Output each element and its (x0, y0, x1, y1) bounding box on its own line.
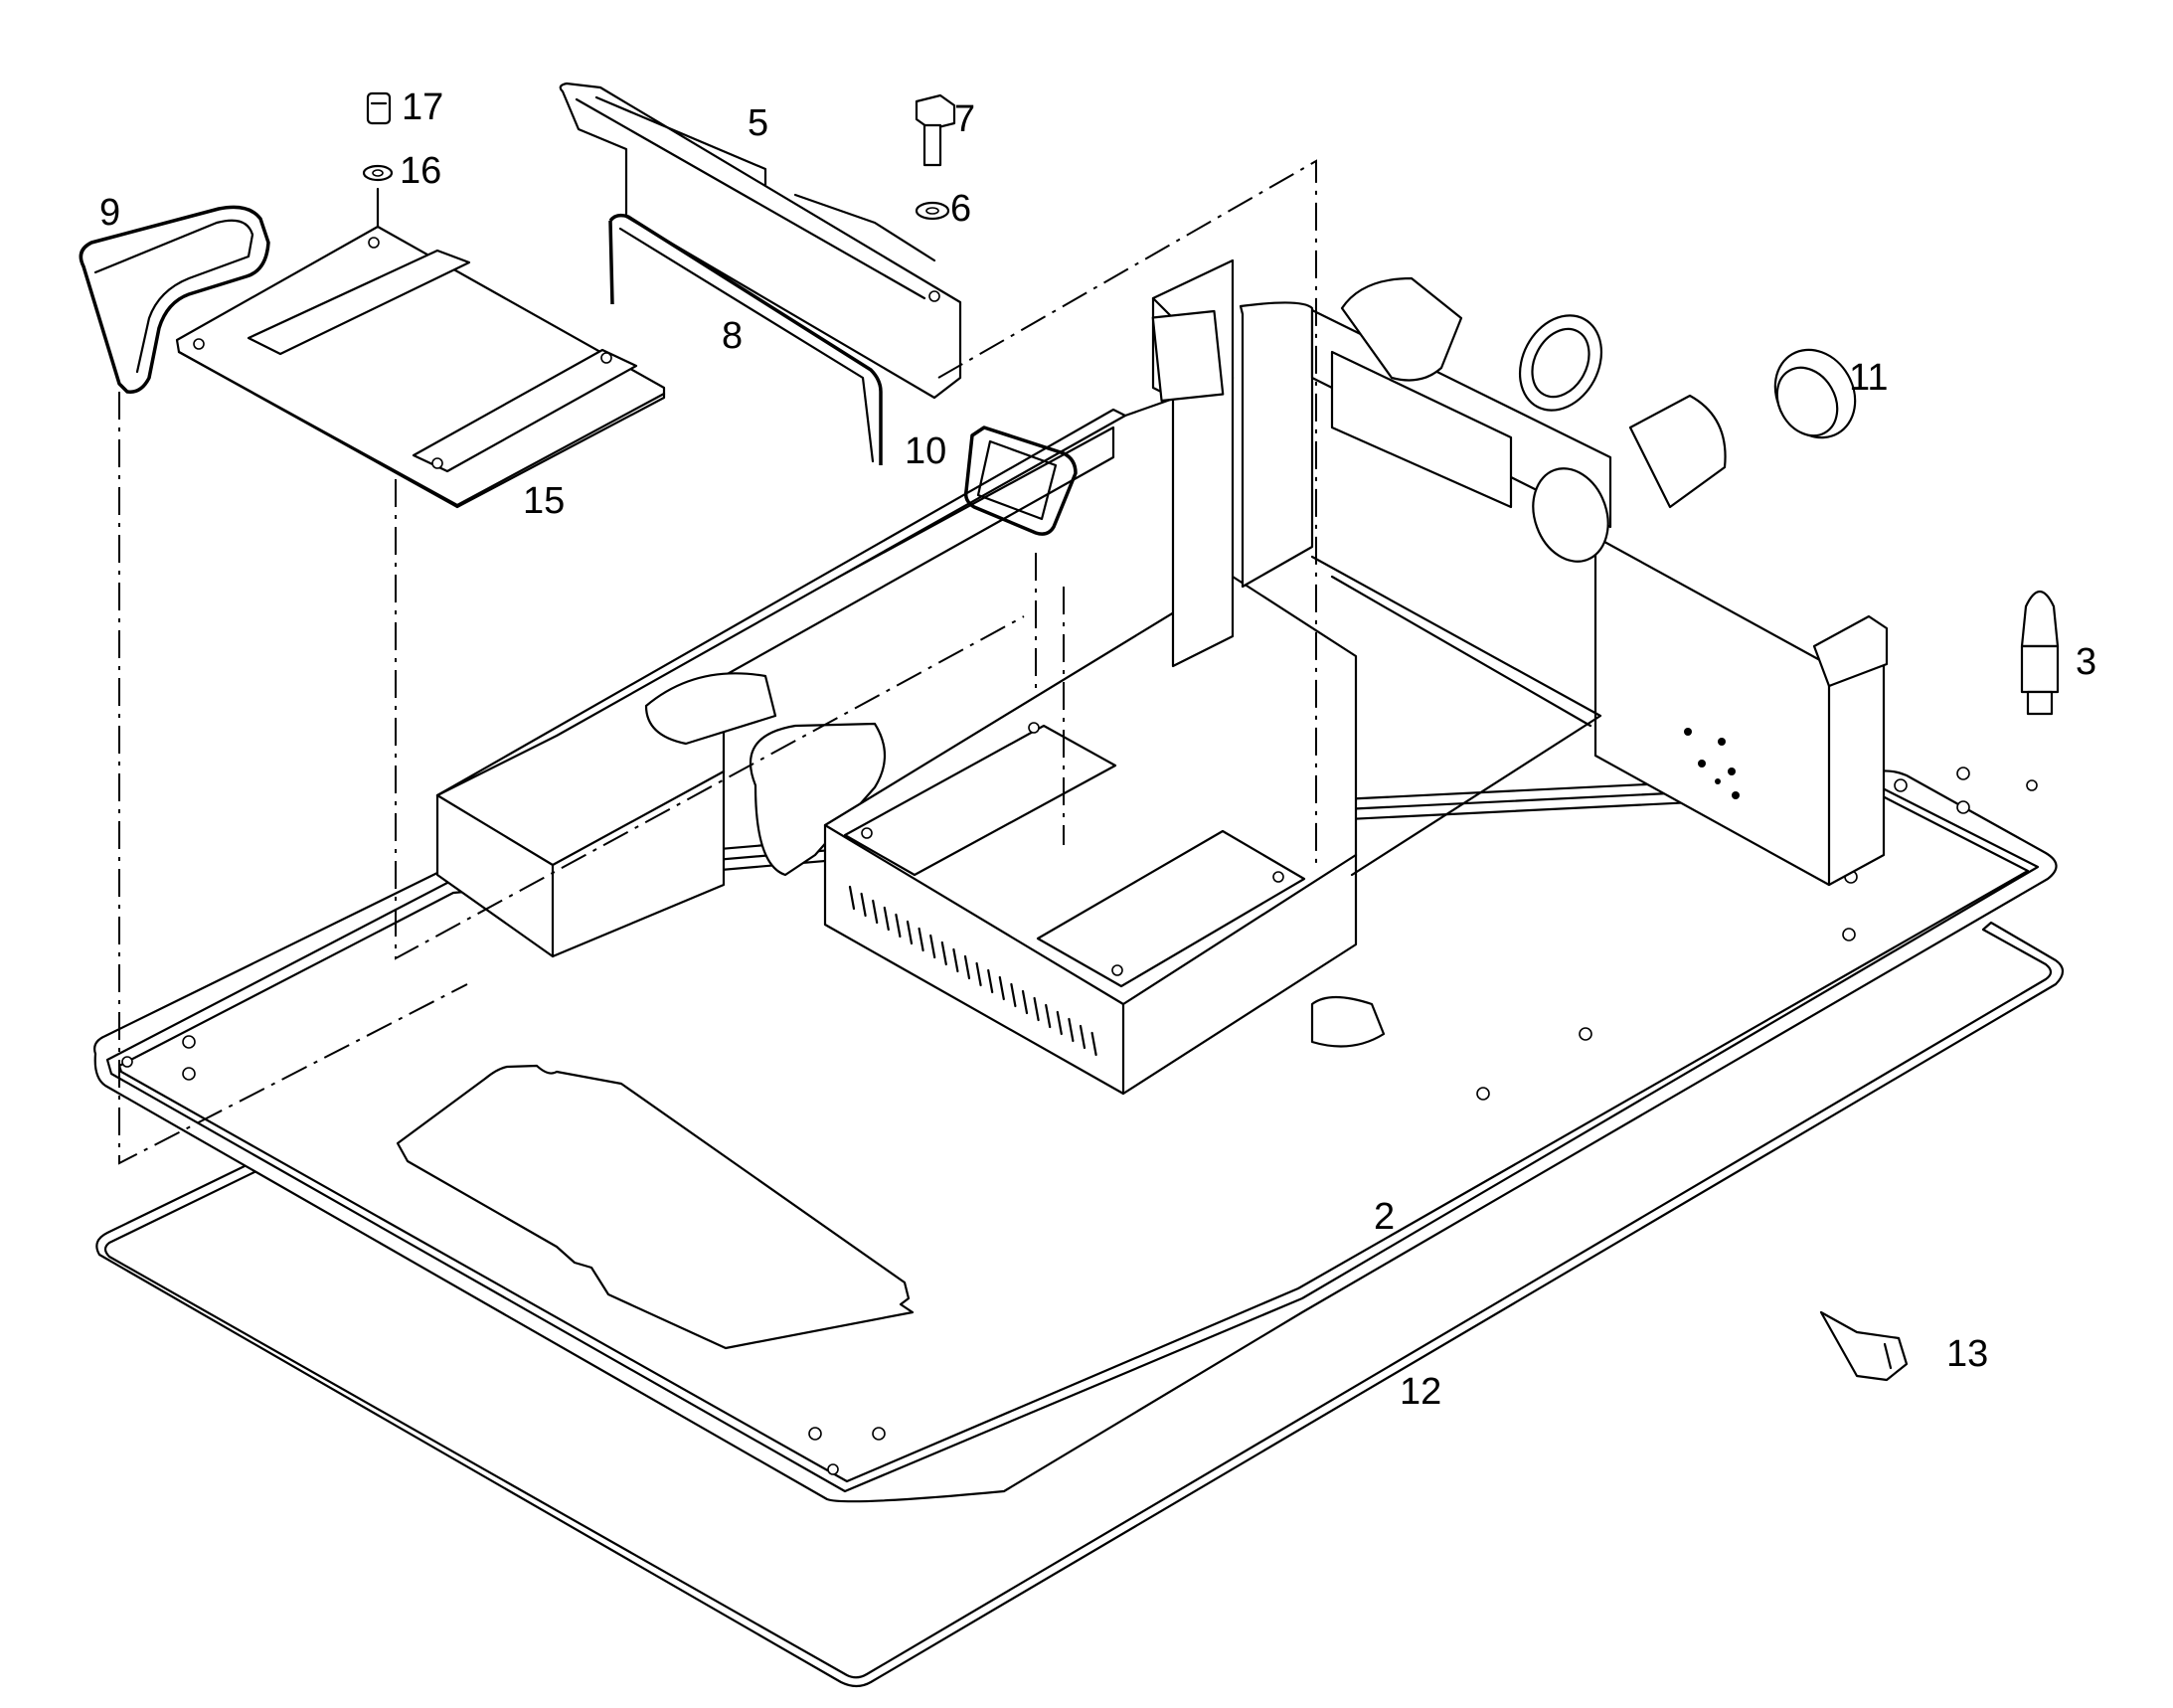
callout-labels: 2 3 5 6 7 8 9 10 11 12 13 15 16 17 (99, 86, 2096, 1413)
vent-slot (1045, 1003, 1052, 1029)
callout-10: 10 (905, 430, 946, 472)
part-15-mounting-plate (175, 187, 666, 509)
callout-7: 7 (954, 98, 975, 140)
part-6-washer (915, 201, 950, 221)
callout-9: 9 (99, 192, 120, 234)
callout-13: 13 (1946, 1333, 1988, 1375)
vent-slot (883, 906, 890, 932)
part-8-u-wire (608, 213, 883, 465)
part-16-washer (362, 164, 394, 182)
part-7-bolt (915, 93, 956, 167)
vent-slot (895, 913, 902, 939)
vent-slot (975, 961, 982, 987)
part-9-gasket (79, 205, 270, 394)
vent-slot (1033, 996, 1040, 1022)
part-10-gasket (963, 426, 1078, 536)
part-11-ring (1773, 348, 1857, 439)
vent-slot (1090, 1031, 1097, 1057)
callout-12: 12 (1400, 1371, 1441, 1413)
vent-slot (1021, 989, 1029, 1015)
part-13-tube (1819, 1310, 1909, 1382)
rear-frame (1151, 258, 1889, 1048)
callout-11: 11 (1849, 357, 1888, 399)
part-3-foot (2020, 590, 2060, 716)
callout-15: 15 (523, 480, 565, 522)
callout-8: 8 (722, 315, 743, 357)
vent-slot (998, 975, 1005, 1001)
vent-slot (1068, 1017, 1075, 1043)
callout-16: 16 (400, 150, 441, 192)
vent-slot (952, 947, 959, 973)
vent-slot (1010, 982, 1017, 1008)
main-housing (435, 376, 1358, 1096)
vent-slot (860, 892, 867, 918)
callout-17: 17 (402, 86, 443, 128)
callout-5: 5 (748, 102, 768, 144)
vent-slot (929, 934, 936, 959)
vent-slot (918, 927, 924, 952)
callout-6: 6 (950, 188, 971, 230)
vent-slot (987, 968, 994, 994)
vent-slot (963, 954, 971, 980)
vent-slot (906, 920, 914, 945)
part-17-screw (366, 91, 392, 125)
vent-slot (872, 899, 879, 925)
vent-slot (1056, 1010, 1063, 1036)
ventilation-slots (848, 885, 1097, 1057)
vent-slot (940, 940, 947, 966)
assembly-lines (118, 159, 1317, 1165)
callout-2: 2 (1374, 1196, 1395, 1238)
callout-3: 3 (2076, 641, 2096, 683)
vent-slot (1079, 1024, 1086, 1050)
vent-slot (848, 885, 856, 911)
